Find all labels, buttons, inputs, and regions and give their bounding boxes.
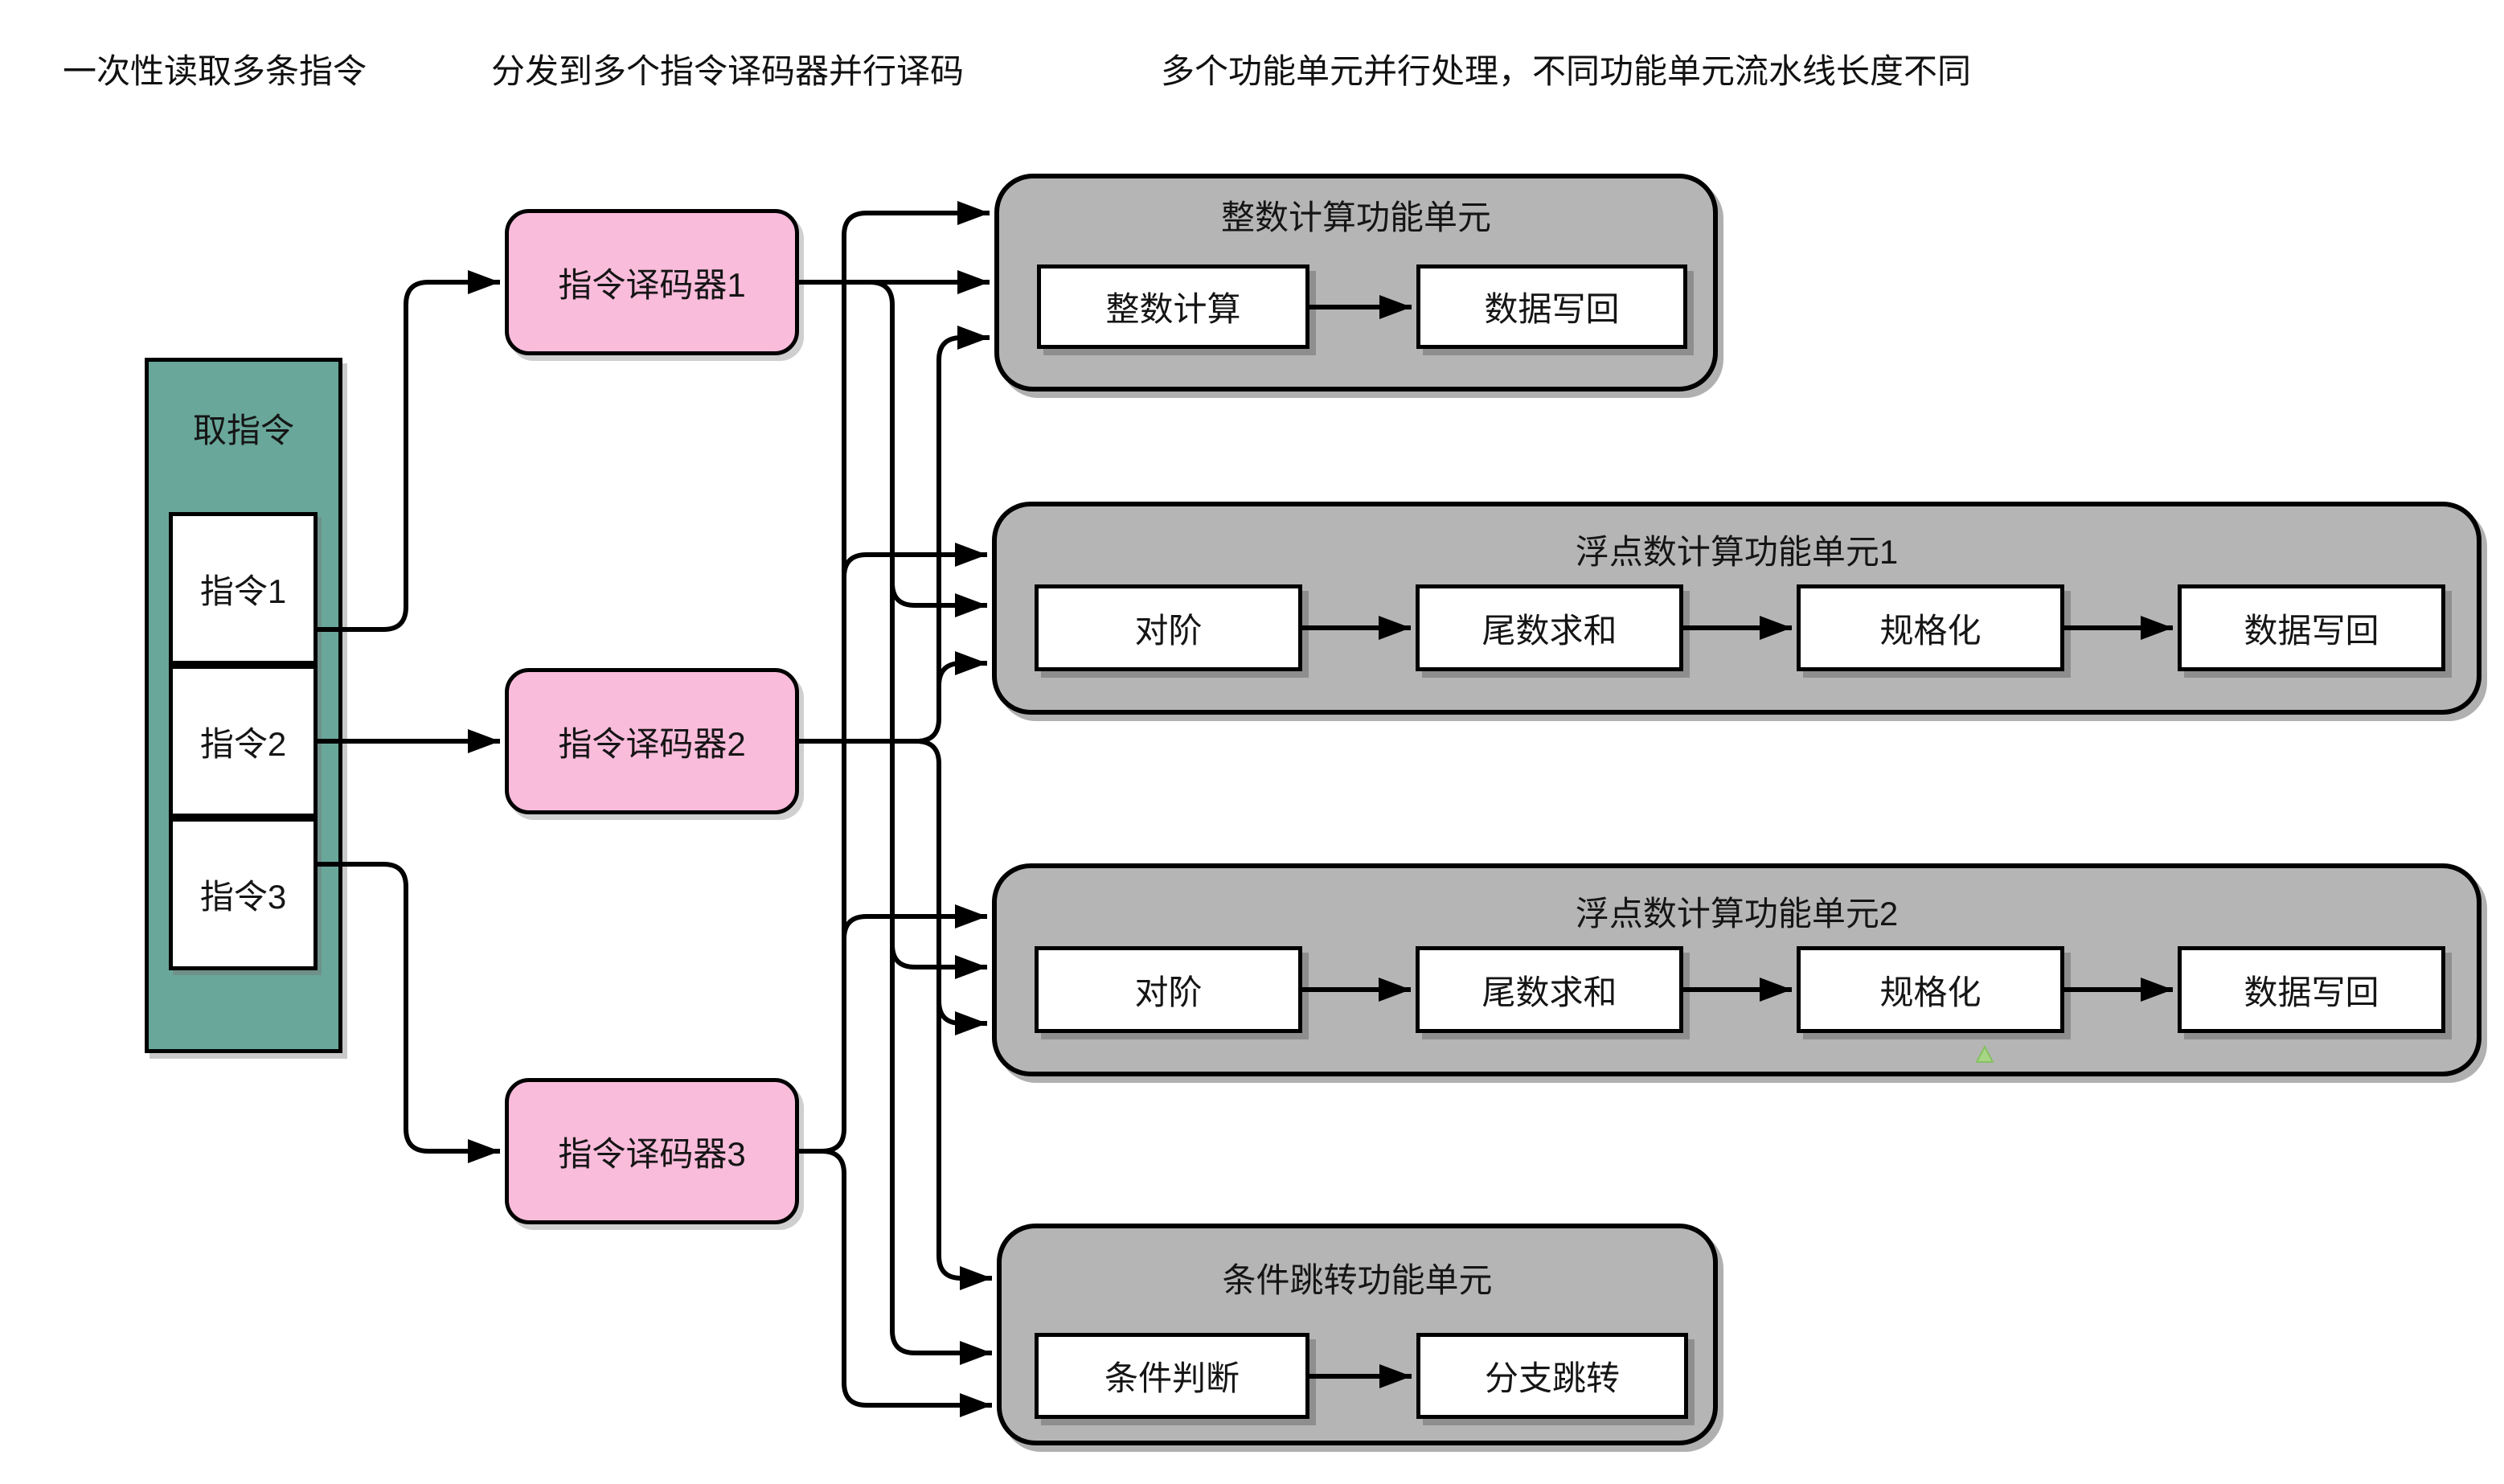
annotation-decode: 分发到多个指令译码器并行译码 [491, 52, 965, 90]
annotation-units: 多个功能单元并行处理，不同功能单元流水线长度不同 [1161, 52, 1972, 90]
trunk-decoder3-unit4 [821, 1149, 992, 1417]
branch-decoder1-unit3 [890, 944, 987, 979]
instruction-3-box: 指令3 [169, 818, 318, 970]
stage-f1-normalize: 规格化 [1797, 584, 2064, 671]
stage-branch-condition: 条件判断 [1035, 1333, 1309, 1419]
annotation-fetch: 一次性读取多条指令 [63, 52, 367, 90]
branch-unit-title: 条件跳转功能单元 [1222, 1261, 1493, 1299]
branch-decoder1-unit2 [890, 582, 987, 617]
stage-f1-align: 对阶 [1035, 584, 1302, 671]
trunk-decoder2-unit4 [916, 739, 992, 1290]
stage-branch-jump: 分支跳转 [1416, 1333, 1688, 1419]
fetch-unit-title: 取指令 [192, 412, 294, 449]
float-unit-2-title: 浮点数计算功能单元2 [1575, 895, 1899, 933]
trunk-decoder2-unit1 [799, 326, 990, 744]
stage-integer-compute: 整数计算 [1037, 264, 1309, 349]
stage-f2-mantissa: 尾数求和 [1416, 946, 1683, 1033]
stage-f1-mantissa: 尾数求和 [1416, 584, 1683, 671]
decoder-2-box: 指令译码器2 [505, 668, 799, 814]
integer-unit-title: 整数计算功能单元 [1220, 199, 1491, 236]
stage-f2-normalize: 规格化 [1797, 946, 2064, 1033]
instruction-1-box: 指令1 [169, 512, 318, 665]
decoder-1-box: 指令译码器1 [505, 209, 799, 355]
connector-instr1-decoder1 [318, 270, 500, 632]
branch-decoder3-unit2 [842, 543, 987, 578]
stage-f2-align: 对阶 [1035, 946, 1302, 1033]
branch-decoder2-unit2 [936, 651, 987, 687]
stage-f1-writeback: 数据写回 [2178, 584, 2445, 671]
branch-decoder3-unit3 [842, 904, 987, 940]
trunk-decoder3-unit1 [799, 201, 990, 1154]
decoder-3-box: 指令译码器3 [505, 1078, 799, 1224]
stage-f2-writeback: 数据写回 [2178, 946, 2445, 1033]
connector-instr3-decoder3 [318, 862, 500, 1163]
trunk-decoder1-unit4 [869, 280, 992, 1365]
stage-integer-writeback: 数据写回 [1416, 264, 1687, 349]
branch-decoder2-unit3 [936, 1000, 987, 1035]
float-unit-1-title: 浮点数计算功能单元1 [1575, 533, 1899, 571]
instruction-2-box: 指令2 [169, 665, 318, 818]
